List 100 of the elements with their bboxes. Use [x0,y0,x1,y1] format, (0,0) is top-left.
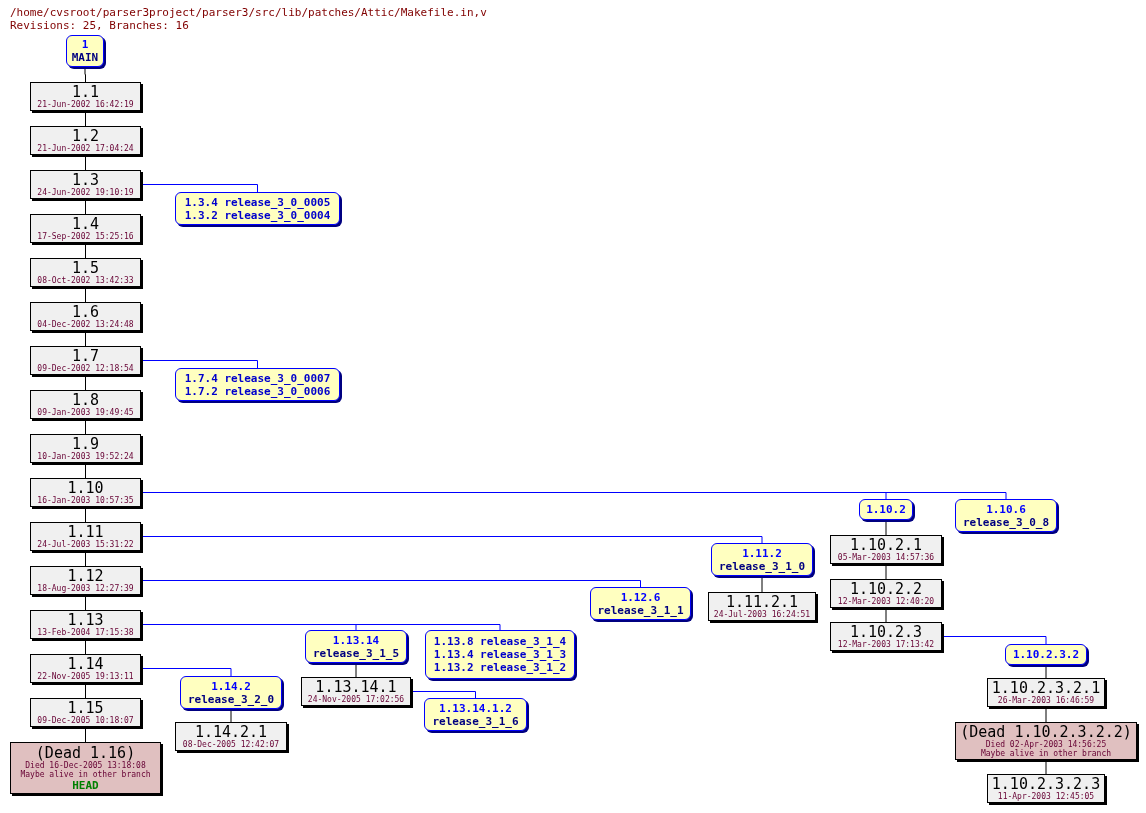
revision-date: 05-Mar-2003 14:57:36 [837,553,935,562]
revision-box [30,82,141,111]
tag-line: 1.13.4 release_3_1_3 [433,648,567,661]
revision-number: 1.8 [71,392,100,408]
revision-number: 1.15 [67,700,104,716]
revision-date: 24-Jul-2003 15:31:22 [37,540,134,549]
tag-line: 1.3.4 release_3_0_0005 [184,195,331,209]
branch-tag-box [180,676,282,709]
connector-line [885,607,887,623]
connector-line [355,662,357,678]
file-path-title: /home/cvsroot/parser3project/parser3/src/lib/patches/Attic/Makefile.in,v [10,6,487,19]
connector-line [84,66,86,83]
revision-number: 1.2 [71,128,100,144]
dead-revision-box [10,742,161,794]
connector-line [230,708,232,723]
dead-note: Maybe alive in other branch [980,749,1111,758]
revision-number: 1.3 [71,172,100,188]
revision-box [708,592,816,621]
tag-line: 1.13.8 release_3_1_4 [433,635,567,648]
connector-line [140,668,232,677]
revision-date: 21-Jun-2002 17:04:24 [37,144,134,153]
branch-tag-box [590,587,691,620]
revision-date: 08-Dec-2005 12:42:07 [182,740,280,749]
revision-number: 1.10.2.3.2.3 [991,776,1101,792]
revision-date: 12-Mar-2003 17:13:42 [837,640,935,649]
revision-box [175,722,287,751]
revision-number: 1.11 [67,524,104,540]
death-date: Died 16-Dec-2005 13:18:08 [25,760,146,770]
revision-box [30,170,141,199]
dead-revision-title: (Dead 1.16) [35,744,136,761]
revision-number: 1.5 [71,260,100,276]
revision-number: 1.10.2.3 [849,624,923,640]
revision-number: 1.14 [67,656,104,672]
revision-box [30,654,141,683]
connector-line [941,636,1047,645]
branch-tag-box [955,499,1057,532]
branch-number: 1.14.2 [211,679,251,693]
revision-date: 26-Mar-2003 16:46:59 [997,696,1095,705]
revision-box [30,610,141,639]
revision-box [30,698,141,727]
revision-box [30,566,141,595]
revision-number: 1.6 [71,304,100,320]
connector-line [1045,664,1047,679]
revision-box [830,535,942,564]
revision-number: 1.14.2.1 [194,724,268,740]
revision-number: 1.10.2.2 [849,581,923,597]
branch-tag-box [711,543,813,576]
revision-box [30,522,141,551]
revision-number: 1.13 [67,612,104,628]
tag-name: release_3_1_5 [312,646,400,660]
revision-box [30,126,141,155]
branch-number: 1.11.2 [742,546,782,560]
revision-date: 13-Feb-2004 17:15:38 [37,628,134,637]
tag-list-box [175,192,340,225]
connector-line [885,563,887,580]
revision-box [30,302,141,331]
death-date: Died 02-Apr-2003 14:56:25 [985,740,1107,749]
revision-box [30,478,141,507]
connector-line [140,184,258,193]
revision-date: 09-Dec-2002 12:18:54 [37,364,134,373]
branch-tag-box [1005,644,1087,665]
connector-line [1045,706,1047,723]
revision-number: 1.11.2.1 [725,594,799,610]
branch-number: 1.10.2.3.2 [1012,648,1080,661]
revision-date: 18-Aug-2003 12:27:39 [37,584,134,593]
revision-number: 1.7 [71,348,100,364]
revision-date: 24-Nov-2005 17:02:56 [307,695,405,704]
revision-number: 1.4 [71,216,100,232]
branch-number: 1.13.14 [332,633,380,647]
revision-date: 24-Jun-2002 19:10:19 [37,188,134,197]
dead-revision-title: (Dead 1.10.2.3.2.2) [960,724,1132,740]
tag-line: 1.7.4 release_3_0_0007 [184,371,331,385]
revision-number: 1.12 [67,568,104,584]
revision-number: 1.10 [67,480,104,496]
revision-box [987,678,1105,707]
revision-date: 09-Jan-2003 19:49:45 [37,408,134,417]
revision-date: 17-Sep-2002 15:25:16 [37,232,134,241]
connector-line [1045,759,1047,775]
revision-date: 10-Jan-2003 19:52:24 [37,452,134,461]
tag-name: release_3_1_6 [432,714,519,728]
dead-revision-box [955,722,1137,760]
branch-tag-box [66,35,104,67]
tag-line: 1.3.2 release_3_0_0004 [184,208,331,222]
revision-date: 24-Jul-2003 16:24:51 [713,610,811,619]
revision-date: 04-Dec-2002 13:24:48 [37,320,134,329]
revision-box [30,346,141,375]
branch-tag-box [305,630,407,663]
revision-number: 1.10.2.1 [849,537,923,553]
tag-name: release_3_0_8 [962,515,1050,529]
connector-line [885,519,887,536]
revision-box [30,258,141,287]
connector-line [140,580,641,588]
revision-date: 22-Nov-2005 19:13:11 [37,672,134,681]
tag-name: release_3_1_0 [718,559,806,573]
revision-date: 08-Oct-2002 13:42:33 [37,276,134,285]
revision-number: 1.10.2.3.2.1 [991,680,1101,696]
branch-number: 1.12.6 [620,590,661,604]
branch-number: 1.13.14.1.2 [439,701,512,715]
branch-number: 1.10.6 [986,502,1026,516]
connector-line [410,691,476,699]
